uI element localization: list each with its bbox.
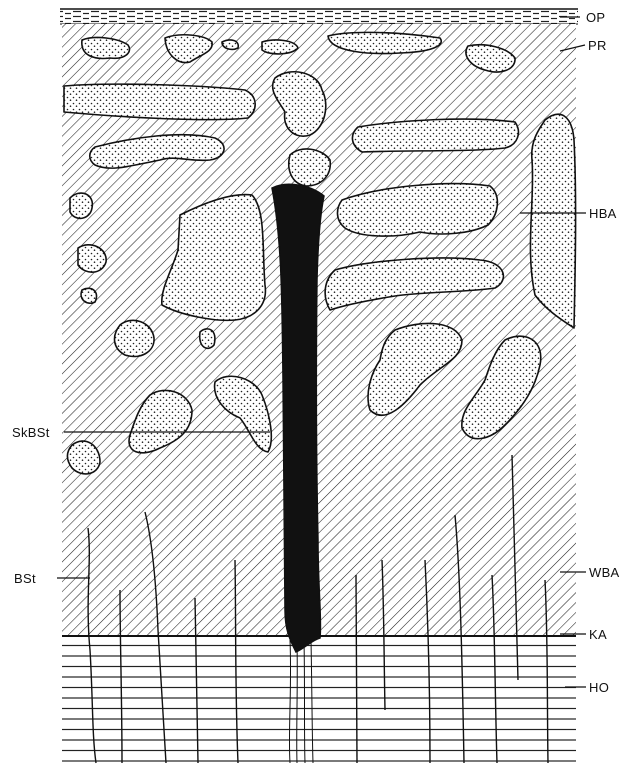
- aggregate-patch: [115, 320, 155, 356]
- ho-layer: [62, 636, 576, 763]
- aggregate-patch: [64, 84, 255, 119]
- label-wba: WBA: [589, 565, 620, 580]
- label-bst: BSt: [14, 571, 36, 586]
- label-ka: KA: [589, 627, 607, 642]
- label-pr: PR: [588, 38, 607, 53]
- label-hba: HBA: [589, 206, 617, 221]
- aggregate-patch: [200, 329, 215, 348]
- op-layer: [60, 9, 578, 24]
- aggregate-patch: [70, 193, 92, 218]
- aggregate-patch: [222, 40, 238, 49]
- aggregate-patch: [530, 114, 575, 328]
- label-skbst: SkBSt: [12, 425, 50, 440]
- aggregate-patch: [352, 119, 518, 152]
- aggregate-patch: [81, 288, 96, 303]
- label-op: OP: [586, 10, 605, 25]
- label-ho: HO: [589, 680, 609, 695]
- aggregate-patch: [289, 149, 330, 186]
- aggregate-patch: [68, 441, 101, 474]
- aggregate-patch: [262, 40, 298, 54]
- aggregate-patch: [78, 245, 106, 272]
